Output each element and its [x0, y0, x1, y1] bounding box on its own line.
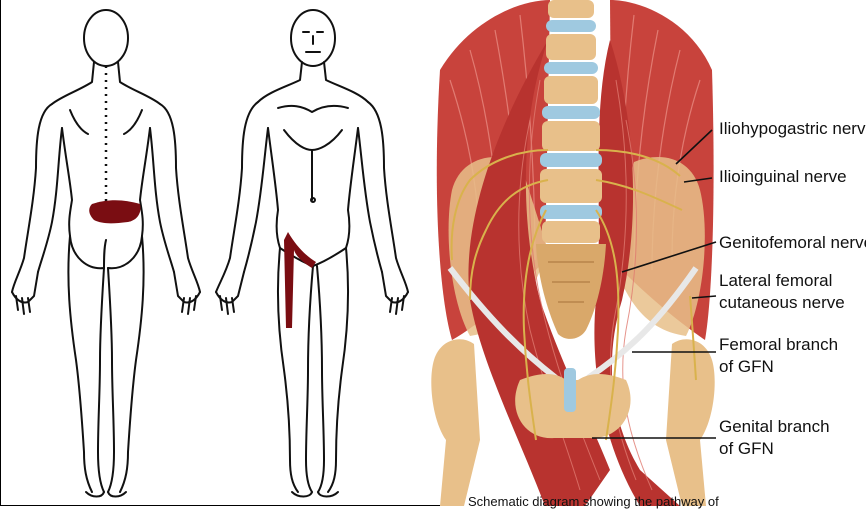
label-lateral-femoral-line2: cutaneous nerve: [719, 293, 845, 313]
left-femur: [431, 339, 480, 506]
pelvis-anatomy-illustration: [431, 0, 714, 506]
label-iliohypogastric-nerve: Iliohypogastric nerve: [719, 119, 866, 139]
label-genital-branch-line2: of GFN: [719, 439, 774, 459]
lower-back-pain-region: [89, 200, 140, 223]
label-femoral-branch-line1: Femoral branch: [719, 335, 838, 355]
label-lateral-femoral-line1: Lateral femoral: [719, 271, 832, 291]
label-ilioinguinal-nerve: Ilioinguinal nerve: [719, 167, 847, 187]
label-genitofemoral-nerve: Genitofemoral nerve: [719, 233, 866, 253]
pubic-symphysis: [564, 368, 576, 412]
lumbar-spine: [540, 0, 602, 243]
label-femoral-branch-line2: of GFN: [719, 357, 774, 377]
back-body-figure: [12, 10, 200, 497]
right-femur: [666, 339, 715, 506]
front-body-figure: [216, 10, 408, 497]
label-genital-branch-line1: Genital branch: [719, 417, 830, 437]
figure-caption: Schematic diagram showing the pathway of: [468, 494, 866, 509]
